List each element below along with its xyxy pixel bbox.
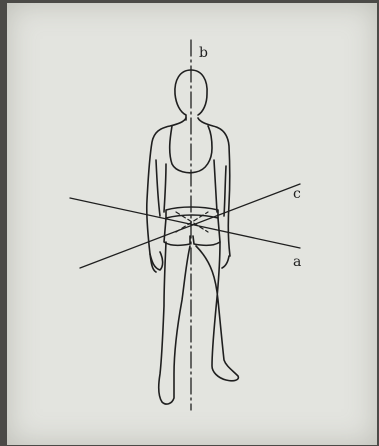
axis-c-line (80, 184, 300, 268)
axis-c-label: c (293, 186, 301, 202)
axis-b-label: b (199, 45, 208, 61)
axis-a-label: a (293, 254, 301, 270)
axis-a-line (70, 198, 300, 248)
